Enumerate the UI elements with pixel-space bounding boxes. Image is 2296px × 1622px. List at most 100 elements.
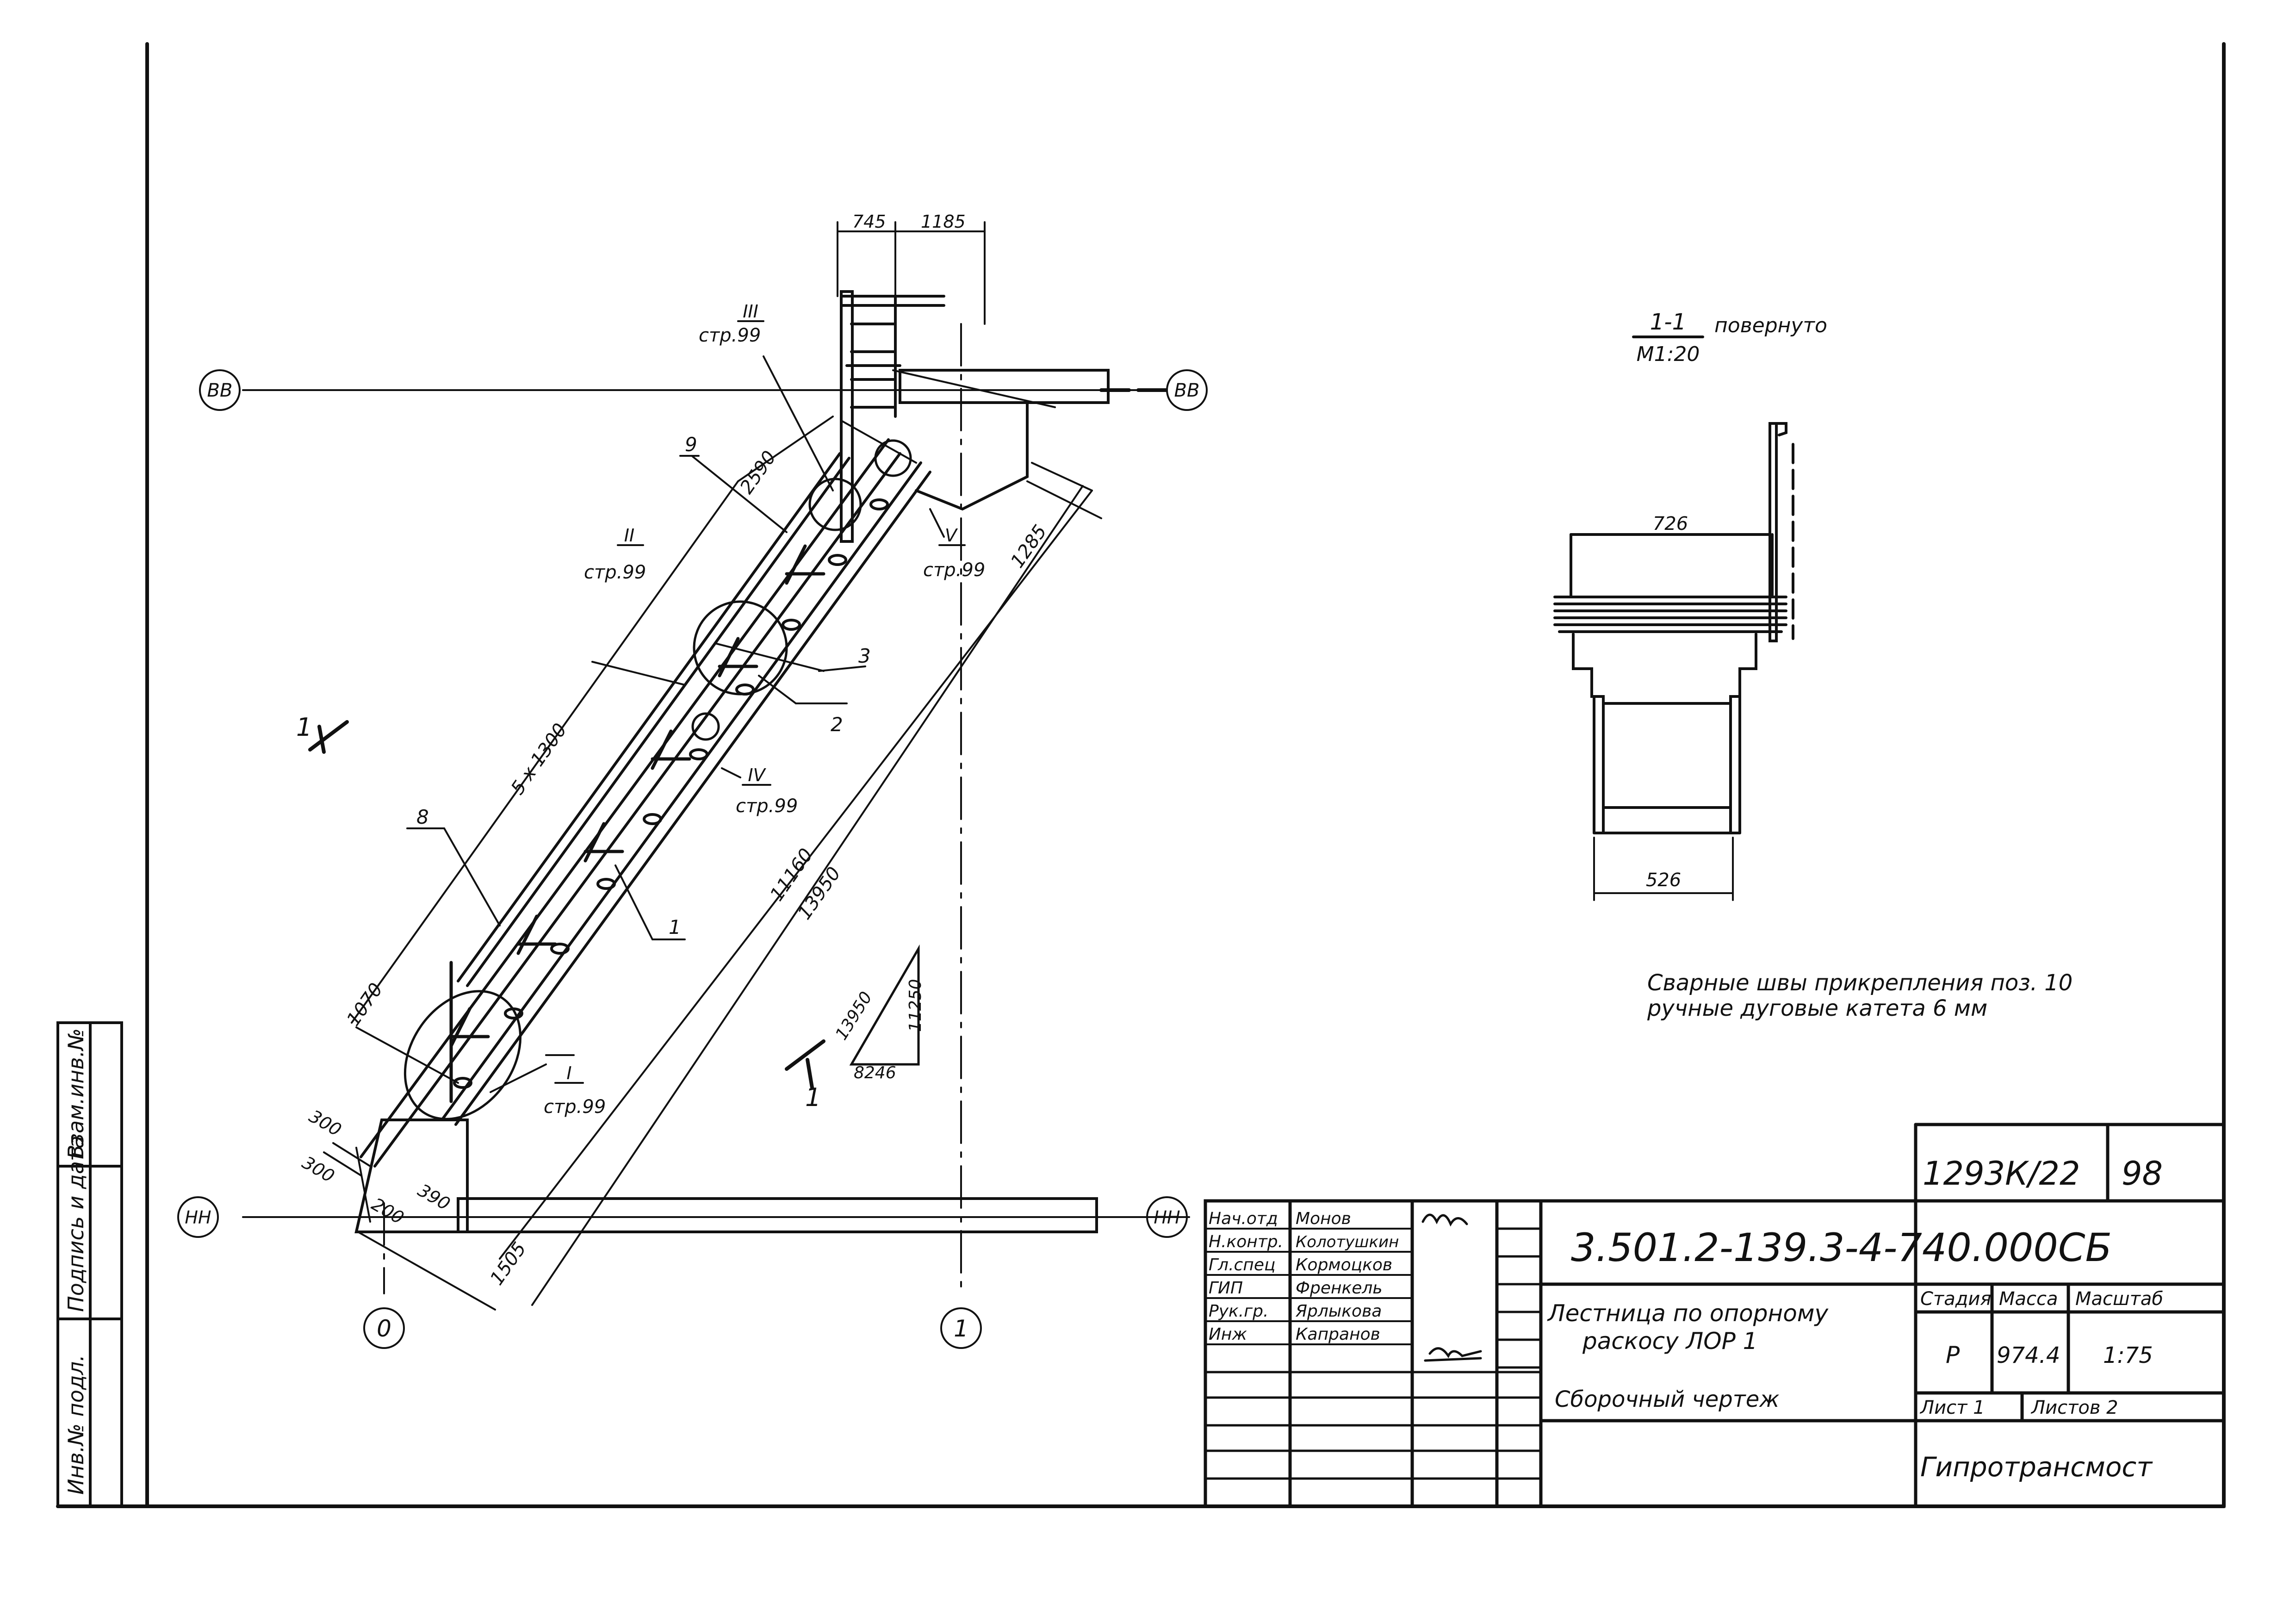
section-view (1553, 336, 1794, 901)
side-stamp: Инв.№ подл. Подпись и дата Взам.инв.№ (56, 1021, 123, 1508)
detail-circles (403, 439, 912, 1120)
dim-1070: 1070 (343, 979, 387, 1030)
role-5: Инж (1209, 1325, 1247, 1344)
axis-label-1: 1 (954, 1315, 968, 1342)
axis-marker-0 (363, 1307, 405, 1349)
axis-marker-1 (940, 1307, 982, 1349)
position-2: 2 (831, 713, 843, 736)
stage-label: Стадия (1920, 1288, 1991, 1310)
callout-v-page: стр.99 (923, 559, 985, 581)
callout-v-roman: V (945, 525, 958, 546)
section-view-note: повернуто (1714, 314, 1827, 337)
top-beam (845, 364, 1110, 511)
name-5: Капранов (1296, 1325, 1380, 1344)
dim-5x1300: 5 x 1300 (507, 720, 571, 799)
scale-value: 1:75 (2103, 1342, 2153, 1368)
position-1: 1 (669, 916, 681, 938)
organization: Гипротрансмост (1920, 1451, 2153, 1483)
scale-label: Масштаб (2075, 1288, 2163, 1310)
title-block-grid (1204, 1123, 2226, 1508)
dim-200: 200 (368, 1194, 408, 1228)
role-2: Гл.спец (1209, 1255, 1276, 1274)
detail-circle-v (874, 439, 912, 477)
position-9: 9 (685, 433, 697, 456)
dim-390: 390 (415, 1180, 454, 1214)
dim-300-a: 300 (306, 1106, 345, 1140)
detail-circle-ii (693, 600, 788, 696)
sheet-page-number: 98 (2122, 1155, 2163, 1193)
ladder-body (360, 438, 931, 1168)
section-mark-right: 1 (805, 1083, 821, 1112)
section-view-label: 1-1 (1650, 309, 1686, 335)
axis-marker-bottom-right (1146, 1196, 1188, 1238)
side-stamp-inv-podl: Инв.№ подл. (63, 1355, 88, 1495)
top-handrail (840, 290, 945, 543)
axis-marker-bottom-left (177, 1196, 219, 1238)
mass-label: Масса (1999, 1288, 2058, 1310)
role-0: Нач.отд (1209, 1209, 1278, 1228)
signature-marks (1421, 1213, 1482, 1362)
dim-2590: 2590 (736, 447, 781, 498)
name-4: Ярлыкова (1295, 1302, 1382, 1321)
document-code: 3.501.2-139.3-4-740.000СБ (1571, 1225, 2112, 1270)
section-mark-left: 1 (296, 713, 312, 742)
title-line2: раскосу ЛОР 1 (1582, 1328, 1757, 1355)
title-line1: Лестница по опорному (1547, 1300, 1829, 1327)
rung-bolts (453, 498, 889, 1089)
axis-marker-top-left (199, 369, 241, 411)
role-4: Рук.гр. (1209, 1302, 1268, 1321)
axis-label-0: 0 (377, 1315, 391, 1342)
dimension-lines (323, 221, 1102, 1311)
triangle-base: 8246 (854, 1063, 896, 1082)
role-3: ГИП (1209, 1279, 1243, 1298)
side-stamp-replaced-inv: Взам.инв.№ (63, 1028, 88, 1159)
detail-circle-iii (808, 478, 862, 531)
position-8: 8 (416, 806, 429, 828)
dim-1285: 1285 (1007, 521, 1051, 572)
dim-1505: 1505 (486, 1238, 531, 1289)
name-3: Френкель (1296, 1279, 1383, 1298)
order-number: 1293К/22 (1923, 1155, 2080, 1193)
dim-1185: 1185 (921, 211, 966, 232)
name-1: Колотушкин (1296, 1233, 1399, 1251)
grid-axes: ВВ ВВ НН НН 0 1 (177, 323, 1208, 1349)
mass-value: 974.4 (1997, 1342, 2060, 1368)
ladder-rungs (449, 544, 825, 1103)
name-0: Монов (1296, 1209, 1351, 1228)
section-view-width-top: 726 (1653, 513, 1688, 534)
position-3: 3 (858, 645, 871, 667)
callout-iii-roman: III (743, 301, 758, 322)
callout-i-page: стр.99 (544, 1096, 606, 1118)
sheets-label: Листов 2 (2030, 1397, 2118, 1418)
triangle-vertical: 11250 (906, 979, 925, 1032)
callout-iii-page: стр.99 (699, 325, 761, 346)
section-cut-marks (308, 720, 825, 1089)
name-2: Кормоцков (1296, 1255, 1392, 1274)
weld-note-line2: ручные дуговые катета 6 мм (1647, 995, 1987, 1021)
leader-lines (406, 355, 945, 1093)
dim-745: 745 (852, 211, 886, 232)
callout-ii-page: стр.99 (584, 562, 646, 583)
stage-value: Р (1946, 1342, 1960, 1368)
callout-i-roman: I (566, 1063, 571, 1083)
slope-triangle (849, 944, 920, 1066)
callout-iv-roman: IV (748, 765, 766, 785)
axis-label-bottom-right: НН (1154, 1207, 1180, 1228)
bottom-beam (354, 1119, 1098, 1233)
section-view-width-bottom: 526 (1646, 870, 1681, 891)
callout-ii-roman: II (624, 525, 634, 546)
weld-note-line1: Сварные швы прикрепления поз. 10 (1647, 970, 2073, 996)
sheet-label: Лист 1 (1919, 1397, 1985, 1418)
role-1: Н.контр. (1209, 1232, 1283, 1251)
section-view-scale: М1:20 (1637, 342, 1700, 366)
subtitle: Сборочный чертеж (1555, 1386, 1780, 1412)
axis-marker-top-right (1166, 369, 1208, 411)
callout-iv-page: стр.99 (736, 795, 798, 817)
axis-label-top-left: ВВ (207, 380, 233, 401)
axis-label-top-right: ВВ (1174, 380, 1200, 401)
detail-circle-iv (691, 712, 720, 741)
side-stamp-signature-date: Подпись и дата (63, 1136, 88, 1312)
axis-label-bottom-left: НН (185, 1207, 211, 1228)
